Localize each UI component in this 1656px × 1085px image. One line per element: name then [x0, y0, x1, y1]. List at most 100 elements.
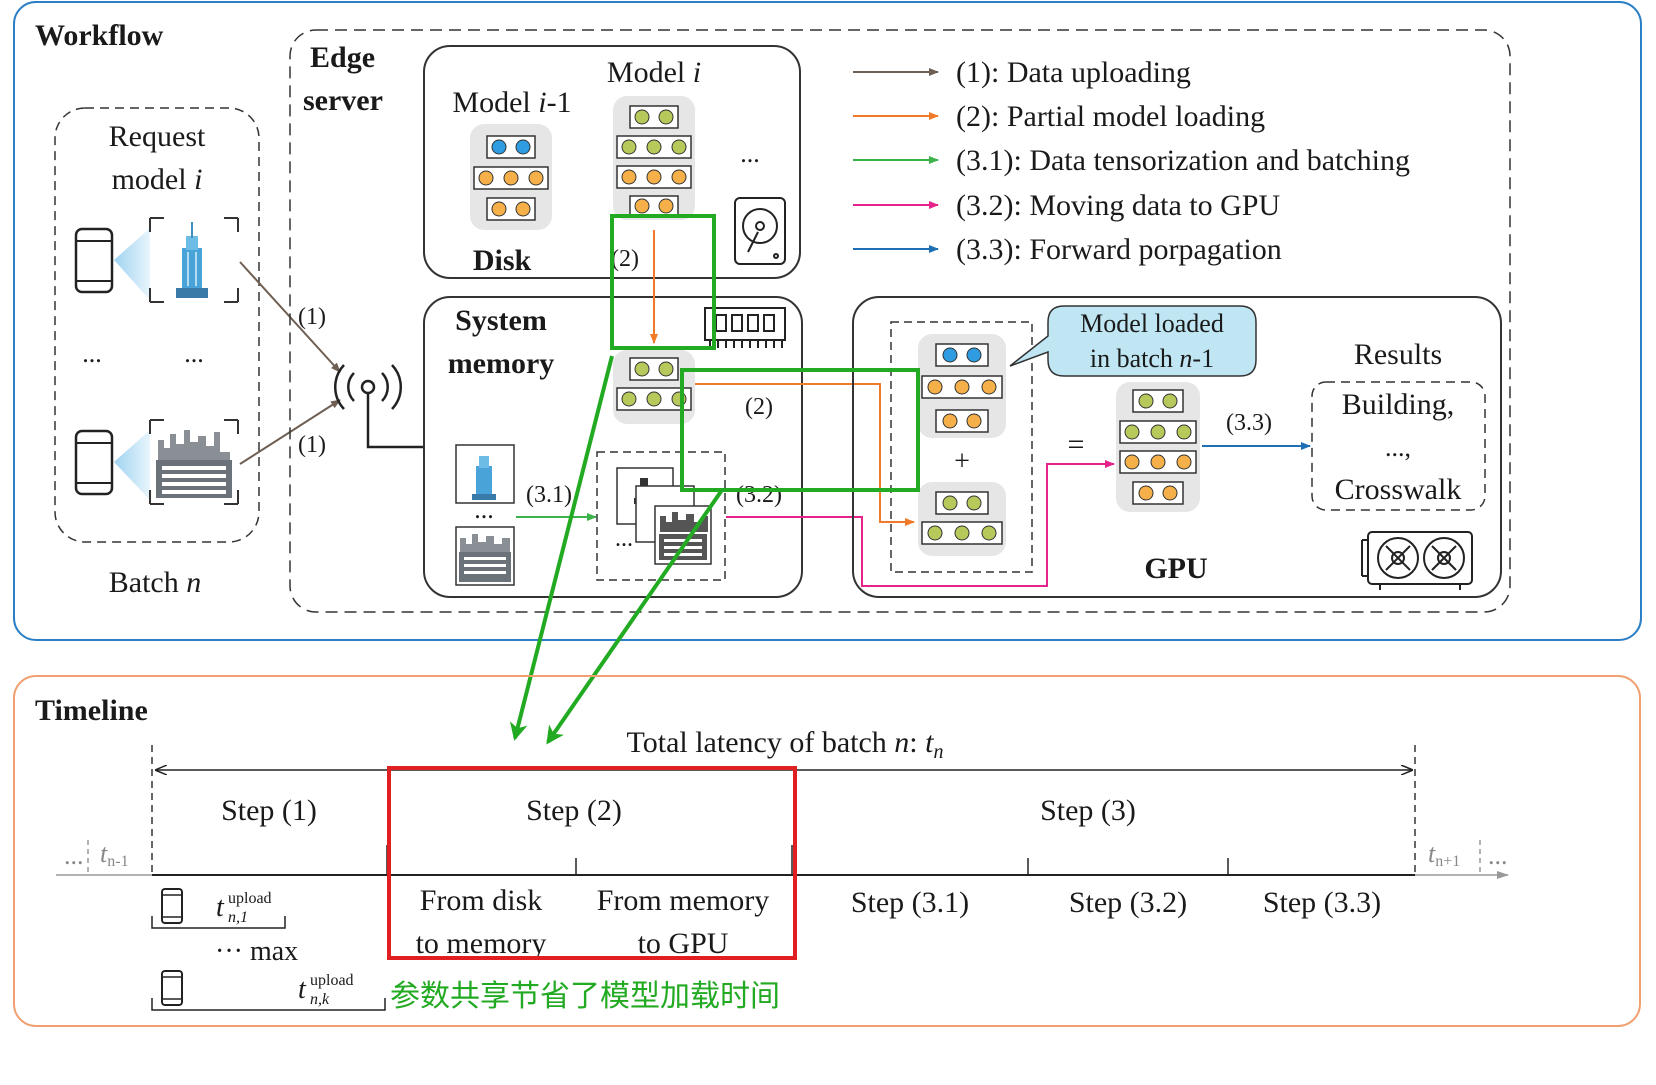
hard-disk-icon — [734, 197, 786, 265]
legend-label: (2): Partial model loading — [956, 100, 1265, 133]
from-memory-line1: From memory — [597, 884, 770, 917]
crosswalk-icon — [156, 430, 232, 498]
timeline-right-ellipsis: ... — [1488, 841, 1508, 870]
request-ellipsis-right: ... — [184, 339, 204, 368]
model-prev-label: Model i-1 — [452, 86, 571, 119]
tensorize-label: (3.1) — [526, 482, 572, 508]
pointer-arrow-green — [509, 355, 614, 741]
model-prev-icon — [470, 124, 552, 230]
legend-label: (1): Data uploading — [956, 56, 1191, 89]
timeline-left-ellipsis: ... — [64, 841, 84, 870]
callout-line1: Model loaded — [1080, 309, 1224, 338]
forward-label: (3.3) — [1226, 410, 1272, 436]
from-disk-line1: From disk — [420, 884, 543, 917]
upload-time-k-sub: n,k — [310, 991, 330, 1008]
gpu-box — [852, 296, 1502, 598]
memory-ellipsis: ... — [474, 495, 494, 524]
highlight-step2 — [387, 766, 797, 960]
loaded-partial-model-icon — [918, 482, 1006, 556]
memory-image-crosswalk — [455, 526, 515, 586]
timeline-title: Timeline — [35, 694, 148, 727]
legend-label: (3.1): Data tensorization and batching — [956, 144, 1410, 177]
equals-sign: = — [1068, 428, 1085, 461]
antenna-icon — [334, 364, 424, 449]
phone-icon — [161, 888, 183, 924]
workflow-title: Workflow — [35, 19, 164, 52]
image-frame-crosswalk — [149, 419, 239, 505]
gpu-model-icon — [1116, 382, 1200, 512]
request-label-line2: model i — [112, 163, 203, 196]
edge-server-label-line1: Edge — [310, 41, 375, 74]
edge-server-label-line2: server — [303, 84, 383, 117]
building-icon — [176, 222, 208, 298]
pointer-arrow-green — [546, 488, 724, 745]
upload-label: (1) — [298, 304, 326, 330]
tensor-ellipsis: ... — [615, 526, 633, 552]
camera-beam-icon — [114, 228, 150, 300]
loading-label-memory: (2) — [745, 394, 773, 420]
camera-beam-icon — [114, 430, 150, 500]
phone-icon — [74, 429, 114, 496]
disk-label: Disk — [473, 244, 532, 277]
model-i-icon — [613, 96, 695, 220]
gpu-label: GPU — [1144, 552, 1207, 585]
move-to-gpu-arrow — [726, 460, 1115, 587]
model-loaded-callout — [1009, 305, 1257, 377]
results-box — [1311, 381, 1486, 511]
total-latency-label: Total latency of batch n: tn — [627, 726, 944, 763]
result-item: Crosswalk — [1335, 473, 1462, 506]
step31-label: Step (3.1) — [851, 886, 969, 919]
memory-label-line1: System — [455, 304, 547, 337]
phone-icon — [161, 970, 183, 1006]
loading-arrow-memory — [695, 383, 915, 526]
upload-time-1: t — [216, 892, 225, 923]
highlight-memory-to-gpu — [680, 368, 920, 492]
results-title: Results — [1354, 338, 1442, 371]
memory-label-line2: memory — [448, 347, 555, 380]
step3-label: Step (3) — [1040, 794, 1136, 827]
legend: (1): Data uploading (2): Partial model l… — [853, 56, 1410, 266]
step33-label: Step (3.3) — [1263, 886, 1381, 919]
image-frame-building — [149, 217, 239, 303]
step32-label: Step (3.2) — [1069, 886, 1187, 919]
t-prev-label: tn-1 — [100, 839, 129, 870]
t-next-label: tn+1 — [1428, 839, 1460, 870]
memory-image-building — [455, 444, 515, 504]
cached-model-icon — [918, 334, 1006, 438]
step1-label: Step (1) — [221, 794, 317, 827]
move-label: (3.2) — [736, 482, 782, 508]
result-item: ..., — [1385, 433, 1411, 462]
model-i-label: Model i — [607, 56, 701, 89]
request-group — [54, 107, 260, 543]
disk-ellipsis: ... — [740, 139, 760, 168]
upload-time-k-sup: upload — [310, 972, 354, 989]
upload-bar-k — [151, 998, 386, 1011]
highlight-disk-to-memory — [610, 214, 716, 350]
request-label-line1: Request — [109, 120, 206, 153]
loading-label-disk: (2) — [611, 246, 639, 272]
from-memory-line2: to GPU — [638, 927, 729, 960]
phone-icon — [74, 227, 114, 294]
timeline-panel — [13, 675, 1641, 1027]
step2-label: Step (2) — [526, 794, 622, 827]
gpu-card-icon — [1361, 531, 1473, 590]
batch-label: Batch n — [109, 566, 201, 599]
edge-server-group — [289, 29, 1511, 613]
upload-max-label: ··· max — [215, 936, 298, 967]
gpu-model-group — [890, 321, 1033, 573]
callout-line2: in batch n-1 — [1090, 344, 1214, 373]
upload-label: (1) — [298, 432, 326, 458]
upload-time-k: t — [298, 974, 307, 1005]
plus-sign: + — [954, 446, 970, 477]
upload-time-1-sub: n,1 — [228, 909, 248, 926]
legend-label: (3.3): Forward porpagation — [956, 233, 1282, 266]
request-ellipsis-left: ... — [82, 339, 102, 368]
workflow-panel — [13, 1, 1642, 641]
ram-icon — [704, 307, 786, 348]
result-item: Building, — [1342, 388, 1455, 421]
from-disk-line2: to memory — [416, 927, 547, 960]
upload-bar-1 — [151, 916, 286, 929]
upload-time-1-sup: upload — [228, 890, 272, 907]
annotation-text: 参数共享节省了模型加载时间 — [390, 979, 780, 1014]
